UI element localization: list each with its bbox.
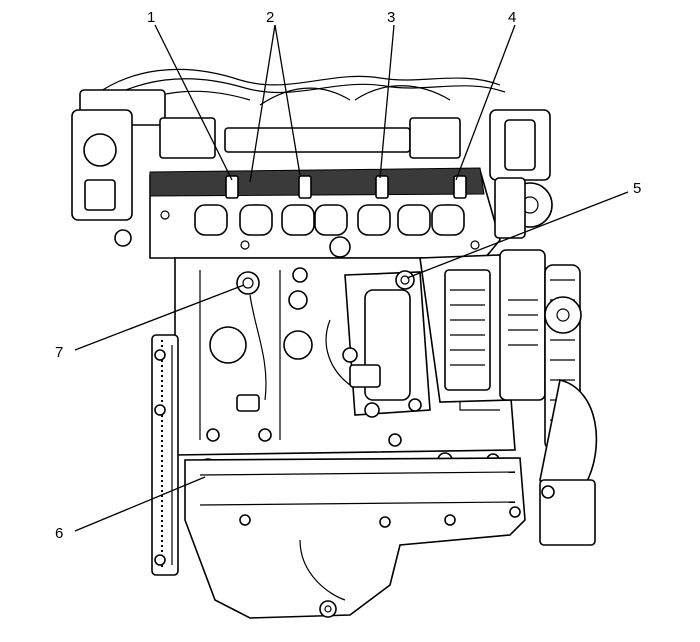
knock-sensor (236, 271, 260, 295)
leader-4 (455, 24, 516, 181)
callout-4: 4 (508, 9, 516, 26)
glow-plug-4 (453, 175, 467, 199)
alternator (419, 177, 553, 403)
leader-7 (74, 284, 245, 351)
cylinder-head (149, 167, 501, 259)
callout-labels: 1 2 3 4 5 6 7 (55, 9, 641, 542)
callout-1: 1 (147, 9, 155, 26)
leader-3 (379, 24, 395, 179)
glow-plug-1 (225, 175, 239, 199)
leader-6 (74, 476, 206, 532)
fuel-lines (79, 68, 551, 181)
callout-7: 7 (55, 344, 63, 361)
glow-plug-2 (298, 175, 312, 199)
leader-5 (406, 191, 629, 279)
callout-5: 5 (633, 180, 641, 197)
callout-6: 6 (55, 525, 63, 542)
leader-1 (154, 24, 233, 181)
left-accessories (71, 109, 133, 247)
leader-2b (249, 24, 276, 183)
oil-pan (184, 457, 526, 619)
callout-2: 2 (266, 9, 274, 26)
flywheel (151, 334, 179, 576)
glow-plug-3 (375, 175, 389, 199)
callout-3: 3 (387, 9, 395, 26)
oil-cooler-bolt (395, 270, 415, 290)
pulleys (539, 264, 598, 546)
leader-2a (274, 24, 301, 176)
drain-plug (319, 600, 337, 618)
leader-lines (74, 24, 629, 532)
